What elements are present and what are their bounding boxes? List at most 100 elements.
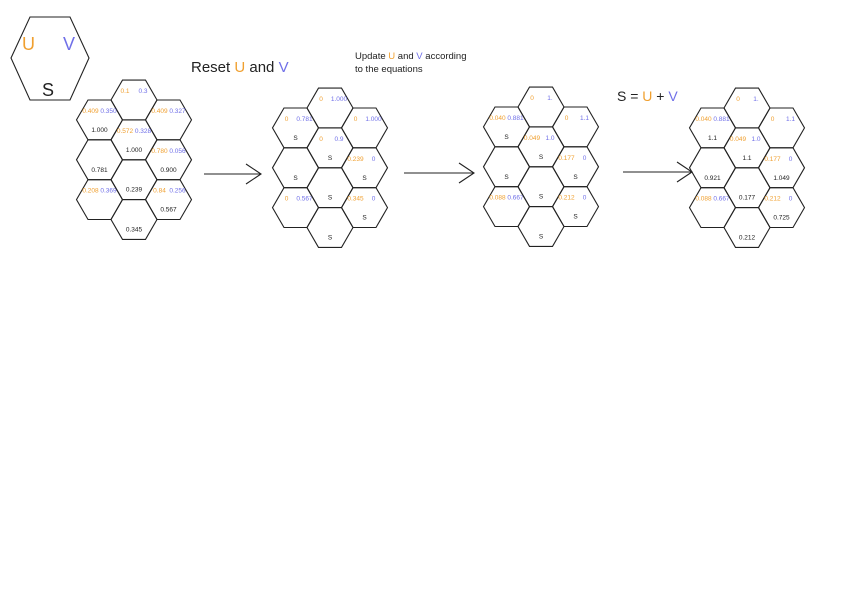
cell-s-value: S	[539, 154, 544, 161]
cell-v-value: 1.000	[365, 116, 382, 123]
update-caption-v: V	[416, 51, 423, 62]
reset-caption: Reset U and V	[191, 59, 289, 76]
hex-cell-outline	[517, 206, 565, 247]
cell-u-value: 0.84	[153, 188, 166, 195]
cell-v-value: 0.056	[169, 148, 186, 155]
hex-cell: 0.781	[75, 139, 124, 181]
update-caption-u: U	[388, 51, 396, 62]
hex-cell-outline	[271, 187, 320, 229]
legend-u-label: U	[22, 34, 35, 54]
hex-cell: 0.345	[110, 199, 158, 240]
cell-s-value: S	[504, 174, 509, 181]
sum-caption: S = U + V	[617, 88, 678, 104]
cell-s-value: 0.725	[773, 215, 790, 222]
hex-cell: 0.212 0S	[551, 186, 600, 228]
cell-s-value: 0.567	[160, 207, 177, 214]
sum-caption-mid: +	[652, 88, 669, 104]
cell-v-value: 0.881	[713, 116, 730, 123]
cell-v-value: 0.9	[334, 136, 343, 143]
update-caption-mid: and	[395, 51, 417, 62]
hex-cell: 0.212 0 0.725	[757, 187, 806, 229]
hex-cell-outline	[723, 87, 771, 129]
update-caption-line1: Update U and V according	[355, 50, 466, 63]
cell-u-value: 0	[530, 95, 534, 102]
cell-v-value: 1.	[753, 96, 759, 103]
cell-v-value: 0.350	[100, 108, 117, 115]
cell-v-value: 0.667	[507, 195, 524, 202]
legend-s-label: S	[42, 80, 54, 100]
cell-u-value: 0.409	[82, 108, 99, 115]
cell-s-value: S	[293, 175, 298, 182]
cell-v-value: 0.567	[296, 196, 313, 203]
hex-cell-outline	[551, 106, 600, 148]
cell-u-value: 0	[565, 115, 569, 122]
cell-u-value: 0.177	[558, 155, 575, 162]
cell-s-value: S	[293, 135, 298, 142]
hex-cell: 0.177 0S	[551, 146, 600, 188]
cell-v-value: 0.781	[296, 116, 313, 123]
cell-v-value: 0.327	[169, 108, 186, 115]
reset-caption-mid: and	[245, 59, 279, 76]
arrow-update	[404, 162, 475, 184]
cell-s-value: 1.1	[708, 135, 717, 142]
cell-s-value: 1.000	[126, 147, 143, 154]
hex-cell-outline	[110, 199, 158, 240]
cell-v-value: 0.667	[713, 196, 730, 203]
cell-v-value: 1.0	[545, 135, 554, 142]
cell-u-value: 0	[771, 116, 775, 123]
cell-u-value: 0.088	[695, 196, 712, 203]
hex-cell-outline	[688, 187, 737, 229]
cell-u-value: 0.040	[489, 115, 506, 122]
cell-s-value: S	[328, 195, 333, 202]
hex-cell: S	[271, 147, 320, 189]
hex-cell: 0.177	[723, 167, 771, 209]
arrow-update-head	[458, 162, 475, 184]
cell-u-value: 0.1	[120, 88, 129, 95]
hex-cell-outline	[306, 207, 354, 248]
reset-caption-u: U	[234, 59, 246, 76]
cell-s-value: S	[573, 174, 578, 181]
cell-v-value: 1.000	[331, 96, 348, 103]
cell-v-value: 0	[789, 196, 793, 203]
hex-cell: 0.921	[688, 147, 737, 189]
legend-hex-outline	[10, 16, 90, 101]
hex-cell: S	[482, 146, 531, 188]
cell-u-value: 0.409	[151, 108, 168, 115]
cell-v-value: 0	[789, 156, 793, 163]
cell-v-value: 0.328	[135, 128, 152, 135]
hex-cell-outline	[306, 87, 354, 129]
hex-cell: S	[517, 206, 565, 247]
hex-cell-outline	[482, 186, 531, 228]
cell-s-value: 0.921	[704, 175, 721, 182]
cell-u-value: 0.040	[695, 116, 712, 123]
cell-u-value: 0.212	[764, 196, 781, 203]
cell-s-value: S	[328, 235, 333, 242]
cell-s-value: S	[573, 214, 578, 221]
cell-u-value: 0.212	[558, 195, 575, 202]
cell-v-value: 0	[583, 195, 587, 202]
hex-cell: 0.212	[723, 207, 771, 248]
hex-cell-outline	[110, 79, 158, 121]
cell-s-value: 0.177	[739, 195, 756, 202]
cell-s-value: 0.212	[739, 235, 756, 242]
reset-caption-prefix: Reset	[191, 59, 235, 76]
cell-v-value: 0	[583, 155, 587, 162]
